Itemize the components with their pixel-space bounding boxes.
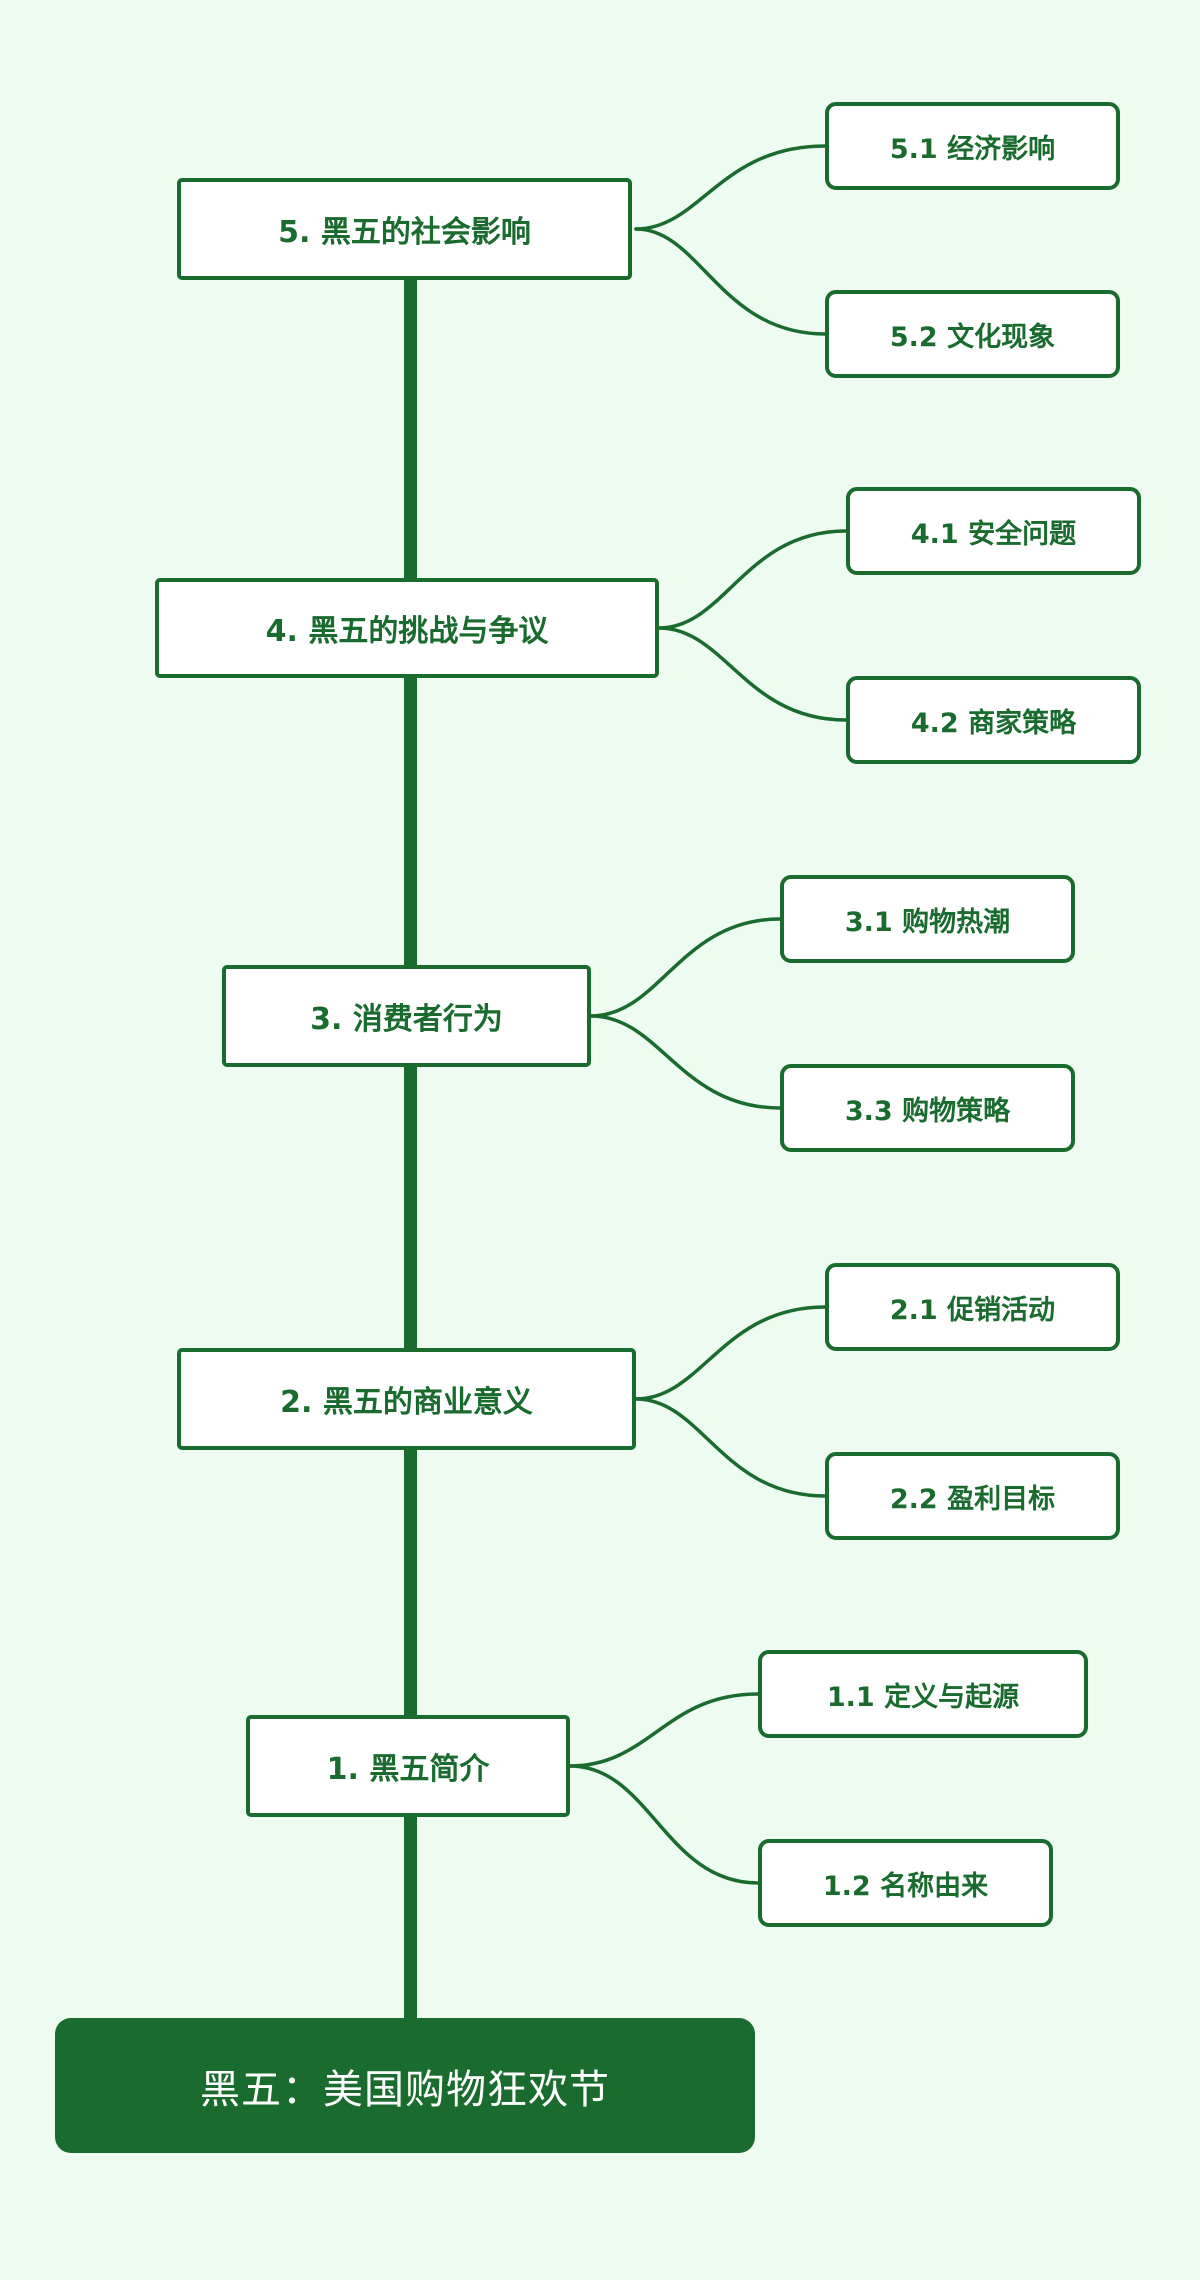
edge-b4-to-b4c2 [657, 626, 848, 722]
edge-b5-to-b5c2 [634, 227, 827, 336]
leaf-node-4-1[interactable]: 4.1 安全问题 [846, 487, 1141, 575]
edge-b5-to-b5c1 [634, 144, 827, 231]
edge-b2-to-b2c1 [634, 1305, 827, 1401]
leaf-node-2-1-label: 2.1 促销活动 [889, 1294, 1056, 1326]
root-node[interactable]: 黑五：美国购物狂欢节 [55, 2018, 755, 2153]
leaf-node-3-1[interactable]: 3.1 购物热潮 [780, 875, 1075, 963]
branch-node-3[interactable]: 3. 消费者行为 [222, 965, 591, 1067]
leaf-node-3-3-label: 3.3 购物策略 [844, 1095, 1011, 1127]
branch-node-4-label: 4. 黑五的挑战与争议 [265, 614, 549, 649]
leaf-node-2-2[interactable]: 2.2 盈利目标 [825, 1452, 1120, 1540]
leaf-node-4-2[interactable]: 4.2 商家策略 [846, 676, 1141, 764]
leaf-node-3-1-label: 3.1 购物热潮 [844, 906, 1011, 938]
branch-node-5[interactable]: 5. 黑五的社会影响 [177, 178, 632, 280]
edge-b1-to-b1c1 [568, 1692, 760, 1768]
branch-node-4[interactable]: 4. 黑五的挑战与争议 [155, 578, 659, 678]
leaf-node-2-1[interactable]: 2.1 促销活动 [825, 1263, 1120, 1351]
branch-node-2-label: 2. 黑五的商业意义 [280, 1385, 533, 1420]
root-node-label: 黑五：美国购物狂欢节 [200, 2066, 610, 2113]
leaf-node-4-1-label: 4.1 安全问题 [910, 518, 1077, 550]
leaf-node-5-1-label: 5.1 经济影响 [889, 133, 1056, 165]
branch-node-1[interactable]: 1. 黑五简介 [246, 1715, 570, 1817]
leaf-node-5-2-label: 5.2 文化现象 [889, 321, 1056, 353]
leaf-node-1-1[interactable]: 1.1 定义与起源 [758, 1650, 1088, 1738]
leaf-node-1-2[interactable]: 1.2 名称由来 [758, 1839, 1053, 1927]
leaf-node-1-1-label: 1.1 定义与起源 [826, 1681, 1020, 1713]
edge-b3-to-b3c1 [589, 917, 782, 1018]
edge-b1-to-b1c2 [568, 1764, 760, 1885]
leaf-node-4-2-label: 4.2 商家策略 [910, 707, 1077, 739]
leaf-node-3-3[interactable]: 3.3 购物策略 [780, 1064, 1075, 1152]
edge-b3-to-b3c2 [589, 1014, 782, 1110]
leaf-node-1-2-label: 1.2 名称由来 [822, 1870, 989, 1902]
edge-b2-to-b2c2 [634, 1397, 827, 1498]
branch-node-3-label: 3. 消费者行为 [310, 1002, 503, 1037]
edge-b4-to-b4c1 [657, 529, 848, 630]
branch-node-5-label: 5. 黑五的社会影响 [278, 215, 531, 250]
branch-node-1-label: 1. 黑五简介 [326, 1752, 490, 1787]
leaf-node-5-1[interactable]: 5.1 经济影响 [825, 102, 1120, 190]
leaf-node-5-2[interactable]: 5.2 文化现象 [825, 290, 1120, 378]
branch-node-2[interactable]: 2. 黑五的商业意义 [177, 1348, 636, 1450]
leaf-node-2-2-label: 2.2 盈利目标 [889, 1483, 1056, 1515]
